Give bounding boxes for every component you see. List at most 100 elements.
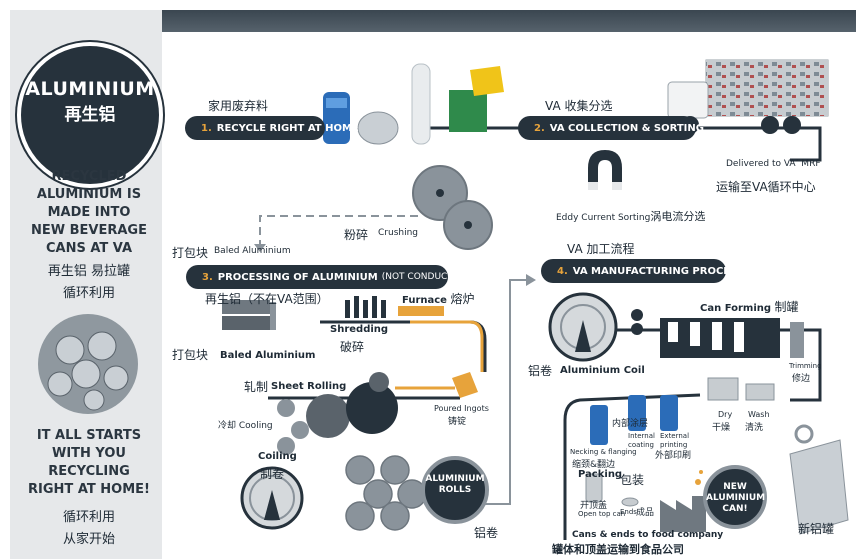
roller-icon	[306, 394, 350, 438]
step4-label: VA MANUFACTURING PROCESS	[572, 265, 745, 277]
necked-can-icon	[590, 405, 608, 445]
rolling-label: Sheet Rolling	[271, 381, 347, 392]
ingots-label: Poured Ingots	[434, 404, 489, 413]
coiling-label: Coiling	[258, 451, 297, 462]
delivered-label: Delivered to VA’ MRF	[726, 159, 821, 169]
rolling-cn-label: 轧制	[244, 380, 269, 394]
internal-cn-label: 内部涂层	[612, 419, 649, 429]
wash-icon	[745, 383, 775, 401]
step3-cn-label: 再生铝（不在VA范围）	[205, 292, 329, 306]
step1-pill: 1. RECYCLE RIGHT AT HOME	[185, 116, 359, 140]
step3-label: PROCESSING OF ALUMINIUM	[217, 271, 378, 283]
ends-cn-label: 成品	[636, 508, 655, 518]
badge-subtitle: 再生铝	[64, 105, 116, 125]
starts-cn-line: 从家开始	[62, 532, 115, 547]
baled-cn-label: 打包块	[172, 348, 209, 362]
step3-pill: 3. PROCESSING OF ALUMINIUM (NOT CONDUCTE…	[186, 265, 500, 289]
aluminium-rolls-icon	[345, 455, 427, 531]
food-label: Cans & ends to food company	[572, 530, 724, 540]
cooling-roller-icon	[277, 399, 295, 417]
step4-pill: 4. VA MANUFACTURING PROCESS	[541, 259, 744, 283]
spray-bottle-icon	[411, 63, 431, 145]
coated-can-icon	[628, 395, 646, 431]
cooling-cn: 冷却	[218, 421, 237, 431]
eddy-label: Eddy Current Sorting涡电流分选	[556, 208, 705, 224]
ends-label: Ends	[620, 508, 637, 516]
step2-pill: 2. VA COLLECTION & SORTING	[518, 116, 704, 140]
new-can-cn-label: 新铝罐	[798, 522, 835, 536]
dry-cn-label: 干燥	[712, 423, 731, 433]
furnace-label-cn: 熔炉	[450, 292, 475, 306]
mfg-line-loop	[563, 393, 701, 540]
delivered-cn-label: 运输至VA循环中心	[716, 180, 816, 194]
external-cn-label: 外部印刷	[655, 451, 692, 461]
eddy-label-en: Eddy Current Sorting	[556, 213, 651, 223]
factory-icon	[660, 496, 706, 532]
step3-number: 3.	[202, 271, 213, 283]
new-can-label: NEW ALUMINIUM CAN!	[706, 482, 766, 514]
furnace-label-en: Furnace	[402, 295, 447, 306]
printed-can-icon	[660, 395, 678, 431]
recycled-cn-line: 循环利用	[62, 286, 115, 301]
flow-line-crush	[259, 215, 418, 248]
recycled-line: RECYCLED	[51, 169, 127, 184]
recycle-bin-lid-icon	[470, 66, 504, 96]
roller-small-icon	[369, 372, 389, 392]
starts-line: IT ALL STARTS	[36, 428, 142, 443]
cooling-en: Cooling	[238, 421, 273, 431]
aluminium-rolls-badge	[421, 456, 489, 524]
truck-wheel-icon	[783, 116, 801, 134]
baled-top-label: Baled Aluminium	[214, 246, 291, 256]
shredding-cn-label: 破碎	[340, 340, 365, 354]
trimmed-can-icon	[790, 322, 804, 358]
starts-line: RECYCLING	[48, 464, 130, 479]
coil-label: Aluminium Coil	[560, 365, 645, 376]
coil-cn-label: 铝卷	[528, 364, 553, 378]
proc-line-furnace	[410, 320, 484, 372]
magnet-pole-icon	[588, 182, 598, 190]
baled-label: Baled Aluminium	[220, 350, 316, 361]
rolls-label: ALUMINIUM ROLLS	[425, 474, 485, 495]
trimming-cn-label: 修边	[792, 374, 811, 384]
starts-line: RIGHT AT HOME!	[28, 482, 150, 497]
can-forming-label: Can Forming 制罐	[700, 298, 799, 315]
starts-line: WITH YOU	[51, 446, 126, 461]
cooling-roller-icon	[291, 421, 309, 439]
step2-number: 2.	[534, 122, 545, 134]
baled-top-cn-label: 打包块	[172, 246, 209, 260]
step4-number: 4.	[557, 265, 568, 277]
wash-label: Wash	[748, 410, 770, 419]
packing-label: Packing	[578, 469, 623, 480]
trimming-label: Trimming	[789, 362, 822, 370]
truck-load-icon	[706, 60, 828, 116]
dryer-icon	[707, 377, 739, 401]
internal-label: Internal coating	[628, 432, 655, 449]
drink-can-shine-icon	[326, 98, 347, 108]
cooling-label: 冷却 Cooling	[218, 418, 273, 431]
furnace-label: Furnace 熔炉	[402, 290, 474, 307]
truck-cab-icon	[667, 81, 709, 119]
arrowhead-crush	[254, 244, 266, 252]
starts-cn-line: 循环利用	[62, 510, 115, 525]
step2-cn-label: VA 收集分选	[545, 99, 613, 113]
step2-label: VA COLLECTION & SORTING	[549, 122, 704, 134]
step3-note: (NOT CONDUCTED BY VA’)	[381, 272, 501, 282]
can-end-icon	[621, 497, 639, 507]
recycled-line: ALUMINIUM IS	[36, 187, 142, 202]
wash-cn-label: 清洗	[745, 423, 764, 433]
recycle-bin-icon	[449, 90, 487, 132]
truck-wheel-icon	[761, 116, 779, 134]
coiling-cn-label: 制卷	[260, 467, 285, 481]
rolls-cn-label: 铝卷	[474, 526, 499, 540]
badge-title: ALUMINIUM	[25, 78, 155, 100]
shredding-label: Shredding	[330, 324, 389, 335]
crushing-cn-label: 粉碎	[344, 228, 369, 242]
external-label: External printing	[660, 432, 690, 449]
eddy-label-cn: 涡电流分选	[650, 210, 706, 223]
recycled-line: NEW BEVERAGE	[31, 223, 147, 238]
packing-cn-label: 包装	[620, 473, 645, 487]
magnet-pole-icon	[612, 182, 622, 190]
step4-cn-label: VA 加工流程	[567, 242, 635, 256]
crushing-label: Crushing	[378, 228, 418, 238]
